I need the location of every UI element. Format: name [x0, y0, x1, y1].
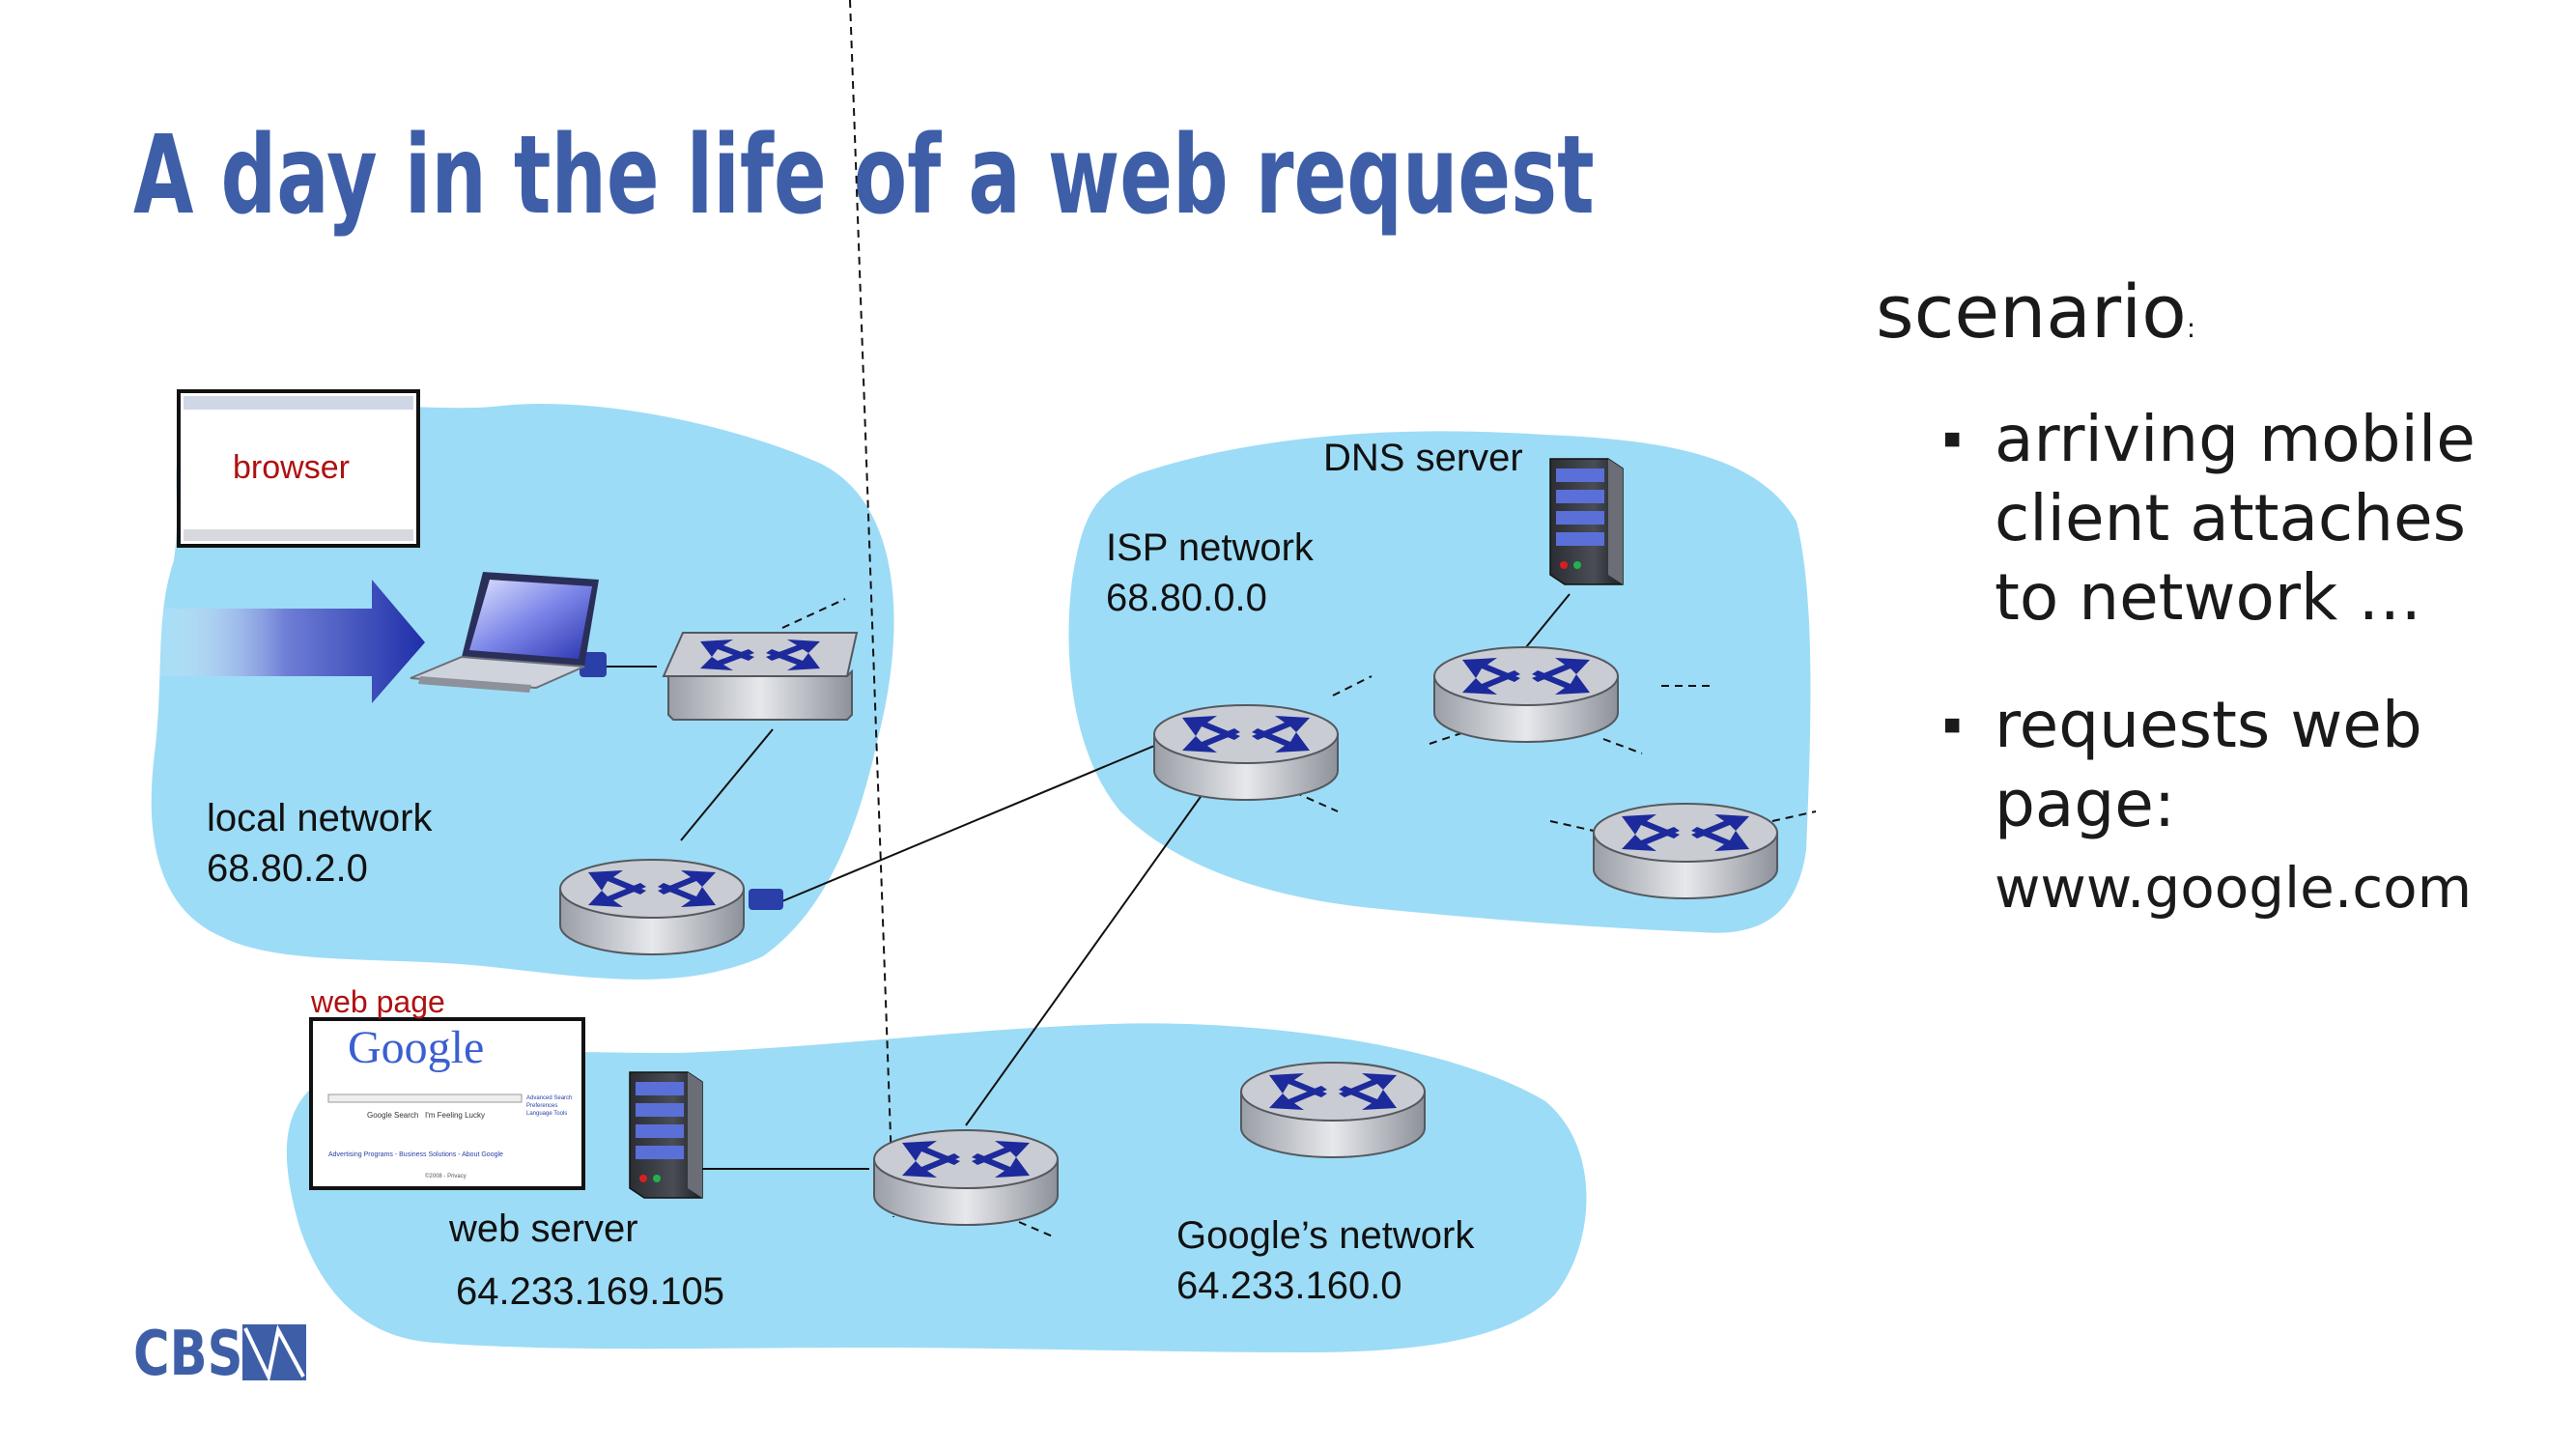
bullet-marker-1: ■ [1943, 423, 1962, 455]
web-page-label: web page [310, 984, 445, 1019]
google-network-address: 64.233.160.0 [1176, 1264, 1402, 1307]
isp-dns-router [1433, 646, 1619, 743]
bullet-1-line-3: to network … [1995, 560, 2422, 635]
preferences-link: Preferences [526, 1103, 557, 1109]
bullet-2-line-2: page: [1995, 767, 2176, 841]
laptop-icon [410, 572, 599, 693]
google-search-button: Google Search [367, 1111, 418, 1120]
footer-links: Advertising Programs - Business Solution… [328, 1151, 503, 1158]
isp-network-name: ISP network [1106, 526, 1315, 569]
local-switch [663, 632, 858, 721]
language-tools-link: Language Tools [526, 1111, 567, 1117]
local-network-name: local network [207, 797, 433, 839]
links [604, 593, 1571, 1170]
web-server [629, 1071, 703, 1199]
google-router-2 [1240, 1062, 1426, 1158]
scenario-heading-text: scenario [1876, 269, 2187, 355]
browser-label: browser [233, 449, 350, 486]
network-diagram: browser Google Google Search I'm Feeling… [145, 0, 1817, 1352]
cbs-logo-mark [242, 1324, 306, 1383]
bullet-marker-2: ■ [1943, 709, 1962, 741]
google-logo-text: Google [348, 1022, 484, 1073]
google-network-name: Google’s network [1176, 1214, 1475, 1257]
bullet-1-line-2: client attaches [1995, 481, 2467, 555]
bullet-2-url: www.google.com [1995, 855, 2473, 921]
local-gateway-router [559, 859, 745, 955]
cbs-logo-text: CBS [133, 1319, 242, 1386]
switch-port [580, 652, 607, 677]
slide-title: A day in the life of a web request [133, 113, 1595, 239]
isp-network-address: 68.80.0.0 [1106, 577, 1267, 619]
isp-router-3 [1593, 803, 1778, 899]
cbs-logo: CBS [133, 1317, 326, 1391]
advanced-search-link: Advanced Search [526, 1095, 572, 1101]
copyright-text: ©2008 - Privacy [425, 1173, 467, 1179]
google-edge-router [873, 1129, 1059, 1226]
feeling-lucky-button: I'm Feeling Lucky [425, 1111, 485, 1120]
scenario-heading-colon: : [2186, 312, 2196, 344]
arrival-arrow [145, 580, 425, 703]
bullet-2-line-1: requests web [1995, 688, 2422, 762]
bullet-1-line-1: arriving mobile [1995, 402, 2476, 476]
isp-edge-router [1153, 704, 1339, 801]
web-server-label: web server [448, 1208, 638, 1250]
local-network-address: 68.80.2.0 [207, 847, 368, 890]
dns-server-label: DNS server [1323, 437, 1523, 479]
browser-window-icon [177, 389, 420, 548]
dangling-links [781, 0, 1817, 1237]
google-web-page-icon: Google Google Search I'm Feeling Lucky A… [309, 1017, 585, 1190]
web-server-address: 64.233.169.105 [456, 1270, 724, 1313]
dns-server [1549, 458, 1624, 585]
router-port [749, 889, 783, 910]
scenario-heading: scenario: [1876, 269, 2195, 372]
